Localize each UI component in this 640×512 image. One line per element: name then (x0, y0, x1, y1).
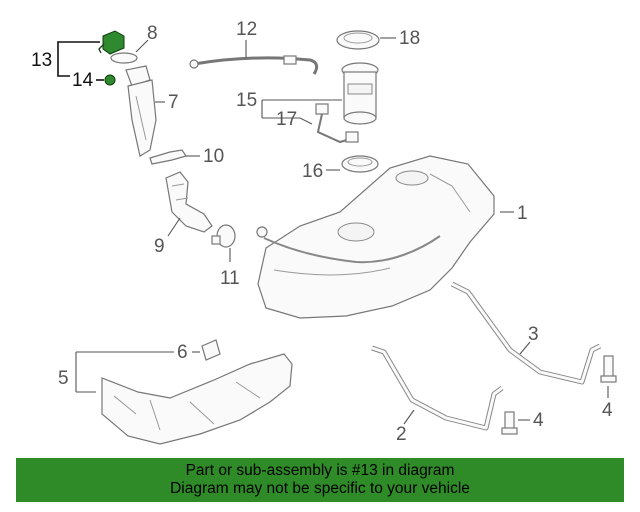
callout-11: 11 (220, 268, 240, 289)
part-3-tank-strap[interactable] (450, 281, 602, 385)
callout-5: 5 (58, 368, 69, 389)
callout-9: 9 (154, 236, 165, 257)
callout-6: 6 (177, 342, 188, 363)
part-11-hose-clamp[interactable] (211, 224, 236, 248)
part-1-fuel-tank[interactable] (256, 155, 495, 319)
banner-line-1: Part or sub-assembly is #13 in diagram (185, 462, 455, 479)
callout-18: 18 (399, 28, 420, 49)
callout-17: 17 (276, 109, 297, 130)
parts-diagram: 13 14 8 7 10 9 11 12 18 (31, 19, 617, 445)
part-4-bolt-b[interactable] (600, 355, 617, 383)
part-14-clip[interactable] (104, 74, 116, 86)
part-16-pump-gasket[interactable] (341, 155, 379, 173)
callout-16: 16 (302, 161, 323, 182)
callout-2: 2 (396, 424, 407, 445)
part-13-actuator[interactable] (98, 30, 125, 55)
part-4-bolt-a[interactable] (501, 411, 518, 435)
part-6-bracket[interactable] (201, 339, 221, 361)
callout-8: 8 (147, 23, 158, 44)
part-7-filler-neck[interactable] (125, 65, 157, 157)
callout-7: 7 (168, 92, 179, 113)
part-17-sending-unit[interactable] (315, 103, 359, 144)
info-banner: Part or sub-assembly is #13 in diagram D… (16, 458, 624, 502)
bracket-13 (57, 41, 100, 77)
callout-1: 1 (517, 203, 528, 224)
part-2-tank-strap[interactable] (371, 345, 504, 431)
part-9-filler-hose[interactable] (165, 171, 213, 233)
part-18-lock-ring[interactable] (336, 30, 380, 50)
callout-4b: 4 (602, 400, 613, 421)
callout-15: 15 (236, 90, 257, 111)
part-10-clamp[interactable] (149, 149, 187, 165)
part-8-gasket[interactable] (110, 52, 138, 64)
callout-12: 12 (236, 19, 257, 40)
callout-14: 14 (72, 70, 94, 91)
part-15-fuel-pump[interactable] (341, 62, 379, 125)
part-12-vent-tube[interactable] (189, 55, 319, 75)
callout-10: 10 (203, 146, 224, 167)
banner-line-2: Diagram may not be specific to your vehi… (170, 480, 470, 497)
callout-3: 3 (528, 324, 539, 345)
part-5-heat-shield[interactable] (101, 353, 293, 445)
callout-13: 13 (31, 50, 52, 71)
callout-4a: 4 (533, 410, 544, 431)
